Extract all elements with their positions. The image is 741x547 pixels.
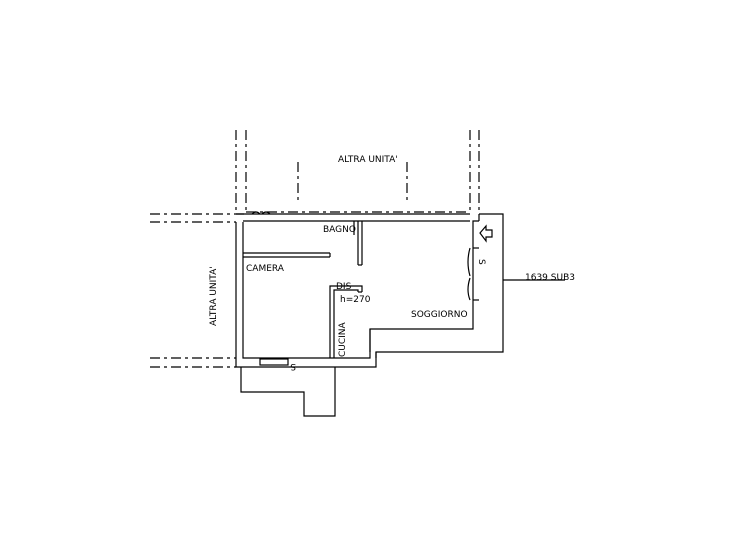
label-dis: DIS — [336, 282, 352, 292]
balcony-outline — [240, 367, 336, 417]
label-height: h=270 — [340, 295, 371, 305]
label-other-unit-left: ALTRA UNITA' — [209, 266, 219, 326]
entrance-arrow-icon — [479, 224, 493, 243]
label-parcel: 1639 SUB3 — [525, 273, 575, 283]
label-symbol-s-bottom: S — [290, 361, 296, 371]
label-soggiorno: SOGGIORNO — [411, 310, 468, 320]
adjacent-unit-boundaries — [150, 130, 480, 368]
label-other-unit-top: ALTRA UNITA' — [338, 155, 398, 165]
label-cucina: CUCINA — [338, 321, 348, 357]
interior-partitions — [243, 221, 363, 358]
windows — [251, 211, 479, 366]
label-bagno: BAGNO — [323, 225, 356, 235]
label-camera: CAMERA — [246, 264, 285, 274]
exterior-walls — [235, 213, 504, 368]
label-symbol-s-right: S — [476, 259, 486, 265]
